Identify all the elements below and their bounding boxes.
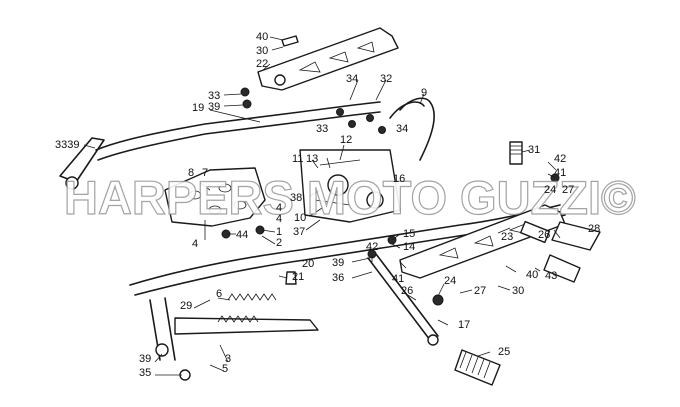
callout-label: 24 [544, 184, 556, 196]
callout-label: 19 [192, 102, 204, 114]
callout-label: 35 [139, 367, 151, 379]
callout-label: 12 [340, 134, 352, 146]
callout-label: 21 [292, 271, 304, 283]
watermark-text: HARPERS MOTO GUZZI© [64, 171, 636, 224]
callout-labels: 40 30 22 33 39 34 32 9 19 3339 33 34 31 … [55, 31, 600, 379]
callout-label: 15 [403, 228, 415, 240]
spring-lower [217, 315, 259, 323]
upper-footrest-bracket [257, 27, 399, 91]
callout-label: 26 [538, 229, 550, 241]
callout-label: 34 [346, 73, 358, 85]
callout-label: 27 [562, 184, 574, 196]
callout-label: 11 [292, 153, 303, 165]
callout-label: 7 [202, 167, 208, 179]
callout-label: 5 [222, 363, 228, 375]
spring-upper [227, 293, 277, 301]
callout-label: 30 [512, 285, 524, 297]
callout-label: 34 [396, 123, 408, 135]
callout-label: 40 [256, 31, 268, 43]
callout-label: 30 [256, 45, 268, 57]
callout-label: 6 [216, 288, 222, 300]
callout-label: 4 [192, 238, 198, 250]
callout-label: 37 [293, 226, 305, 238]
mount-plate [164, 167, 266, 227]
footpeg-front [454, 349, 501, 386]
callout-label: 39 [139, 353, 151, 365]
callout-label: 22 [256, 58, 268, 70]
frame-tube [95, 101, 381, 151]
callout-label: 41 [392, 273, 404, 285]
callout-label: 33 [208, 90, 220, 102]
callout-label: 24 [444, 275, 456, 287]
callout-label: 3339 [55, 139, 79, 151]
callout-label: 14 [403, 241, 415, 253]
callout-label: 41 [554, 167, 566, 179]
exhaust-pipe [399, 97, 435, 161]
callout-label: 42 [366, 241, 378, 253]
callout-label: 4 [276, 202, 282, 214]
callout-label: 17 [458, 319, 470, 331]
callout-label: 33 [316, 123, 328, 135]
callout-label: 42 [554, 153, 566, 165]
callout-label: 29 [180, 300, 192, 312]
callout-label: 3 [225, 353, 231, 365]
callout-label: 2 [276, 237, 282, 249]
callout-label: 23 [501, 231, 513, 243]
footpeg-rear [543, 254, 581, 283]
callout-label: 9 [421, 87, 427, 99]
callout-label: 27 [474, 285, 486, 297]
callout-label: 28 [588, 223, 600, 235]
callout-label: 44 [236, 229, 248, 241]
callout-label: 39 [208, 101, 220, 113]
callout-label: 20 [302, 258, 314, 270]
callout-label: 4 [276, 213, 282, 225]
callout-label: 8 [188, 167, 194, 179]
callout-label: 40 [526, 269, 538, 281]
callout-label: 13 [306, 153, 318, 165]
callout-label: 39 [332, 257, 344, 269]
callout-label: 31 [528, 144, 540, 156]
callout-label: 36 [332, 272, 344, 284]
callout-label: 1 [276, 226, 282, 238]
callout-label: 25 [498, 346, 510, 358]
callout-label: 16 [393, 173, 405, 185]
callout-label: 10 [294, 212, 306, 224]
callout-label: 32 [380, 73, 392, 85]
callout-label: 26 [401, 285, 413, 297]
callout-label: 38 [290, 192, 302, 204]
callout-label: 43 [545, 270, 557, 282]
